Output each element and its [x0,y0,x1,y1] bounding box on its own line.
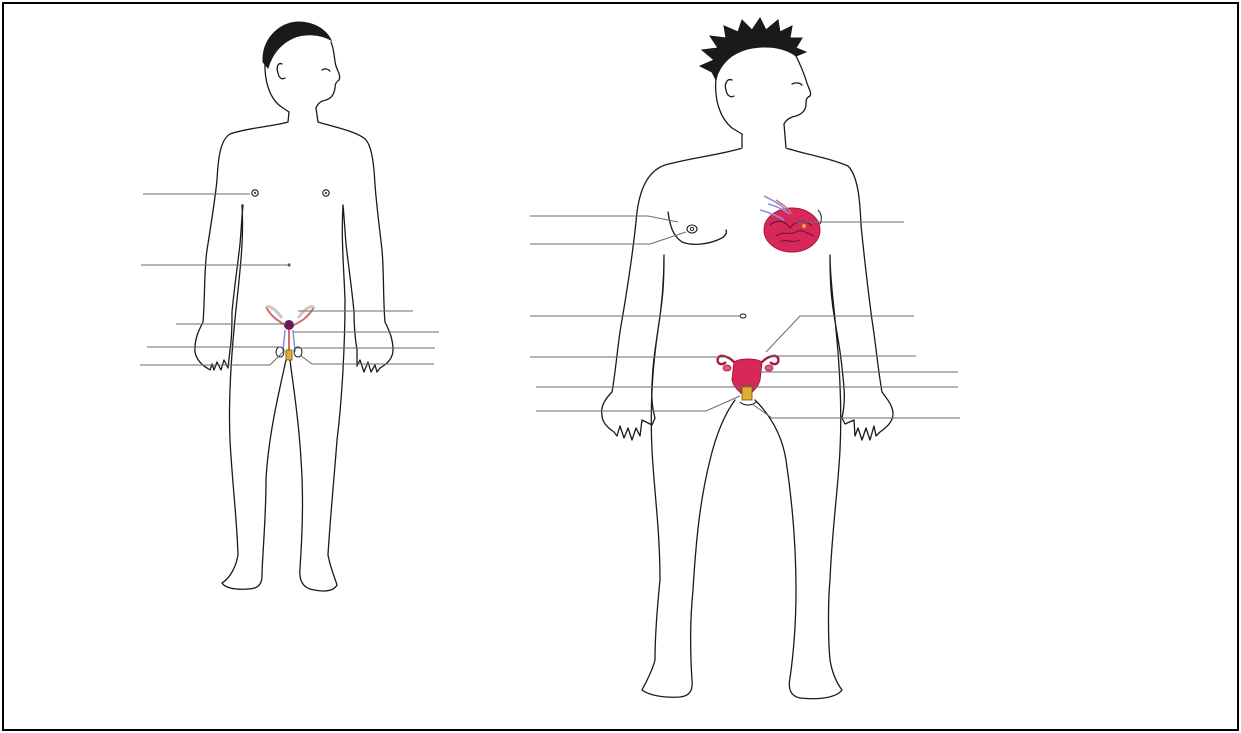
hair [700,18,806,80]
nipple-icon [687,225,697,233]
leader-line [536,396,740,411]
leader-line [300,355,434,364]
eye-icon [792,83,802,85]
uterus-icon [718,356,779,405]
leader-line [140,352,283,365]
nipple-icon [252,190,329,196]
leader-line [752,404,960,418]
navel-icon [740,314,746,318]
navel-icon [287,263,290,266]
frame-border [3,3,1238,730]
ear-icon [725,80,734,97]
head-outline [716,56,811,134]
leader-line [766,316,914,352]
hair [263,22,331,68]
ear-icon [277,64,285,79]
leader-line [530,216,678,222]
left-figure [140,22,439,591]
body-outline [195,108,393,591]
right-figure [530,18,960,699]
head-outline [265,42,340,112]
reproductive-organs-icon [266,307,314,360]
leader-line [530,232,686,244]
eye-icon [322,69,330,71]
breast-gland-icon [760,196,821,252]
